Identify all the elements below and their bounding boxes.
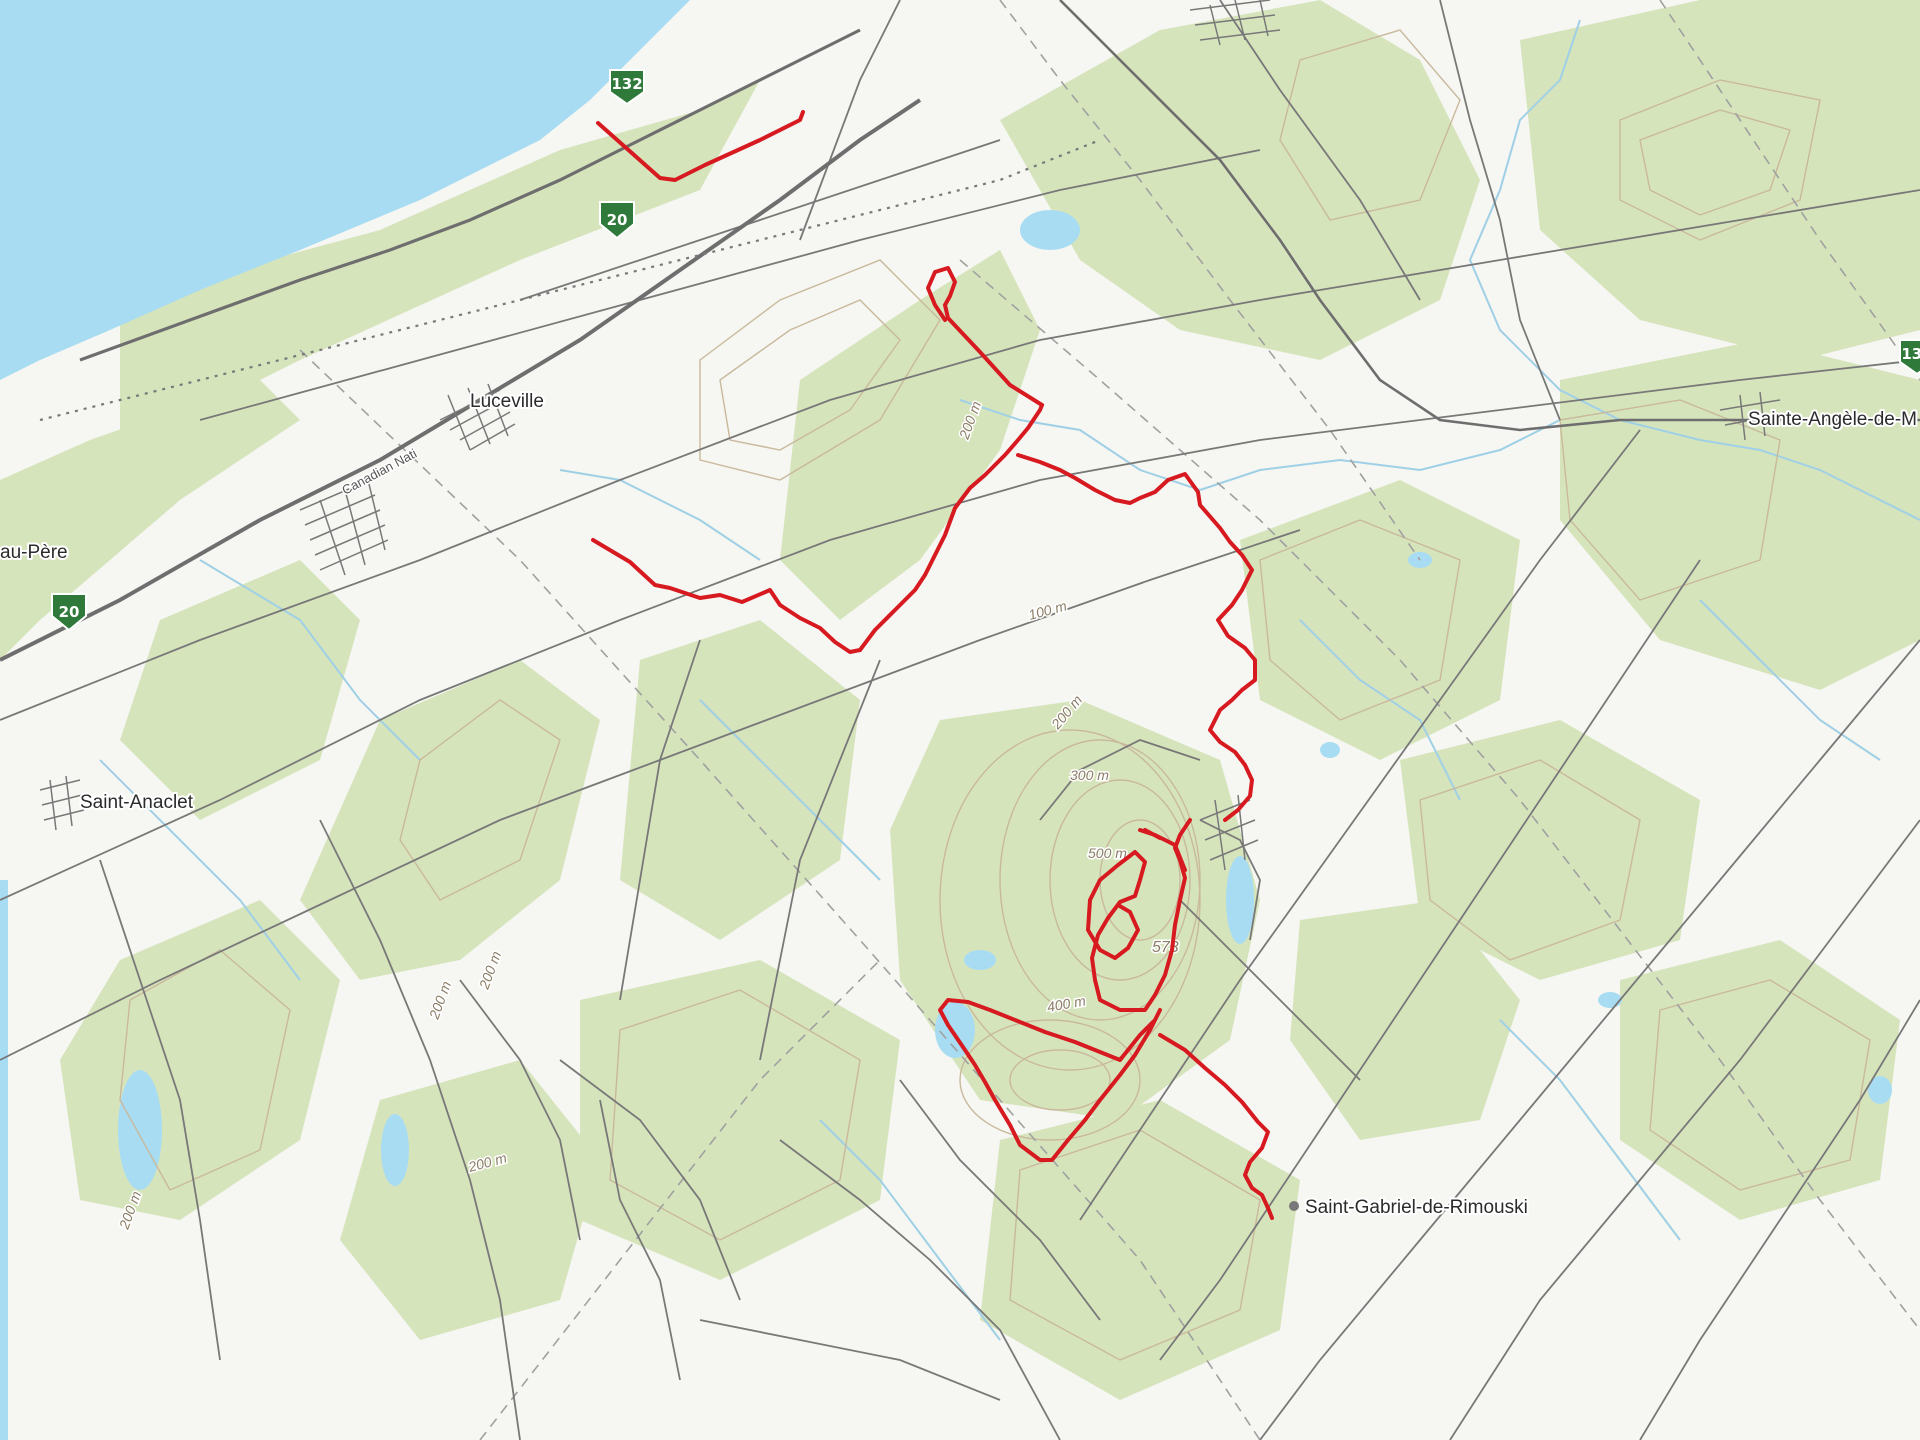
hiking-route[interactable] bbox=[591, 110, 1274, 1220]
place-markers bbox=[1289, 1201, 1299, 1211]
lake bbox=[1020, 210, 1080, 250]
lake bbox=[381, 1114, 409, 1186]
town-layer bbox=[39, 0, 1786, 871]
autoroute-20-shield-icon[interactable]: 20 bbox=[51, 593, 87, 632]
lake bbox=[1598, 992, 1622, 1008]
route-segment-south-exit[interactable] bbox=[1158, 1033, 1274, 1220]
lake bbox=[964, 950, 996, 970]
route-segment-summit-loop[interactable] bbox=[1086, 818, 1192, 1012]
route-segment-east[interactable] bbox=[1016, 453, 1257, 822]
route-segment-west[interactable] bbox=[591, 538, 862, 654]
place-label-luceville[interactable]: Luceville bbox=[468, 389, 546, 414]
place-label-sainte-angele[interactable]: Sainte-Angèle-de-M bbox=[1746, 407, 1919, 432]
boundary-layer bbox=[299, 0, 1920, 1440]
place-label-saint-anaclet[interactable]: Saint-Anaclet bbox=[78, 790, 196, 815]
svg-text:132: 132 bbox=[1901, 345, 1920, 363]
svg-text:132: 132 bbox=[611, 75, 642, 93]
water-edge bbox=[0, 880, 8, 1440]
town-marker-icon bbox=[1289, 1201, 1299, 1211]
elevation-label: 300 m bbox=[1070, 767, 1109, 783]
contour-layer bbox=[119, 29, 1871, 1361]
place-label-saint-gabriel[interactable]: Saint-Gabriel-de-Rimouski bbox=[1303, 1195, 1530, 1220]
svg-text:20: 20 bbox=[607, 211, 628, 229]
highway-shields: 132 20 20 132 bbox=[51, 69, 1920, 632]
route-132-shield-icon[interactable]: 132 bbox=[1899, 339, 1920, 376]
autoroute-20-shield-icon[interactable]: 20 bbox=[599, 201, 635, 240]
place-labels: Luceville au-Père Saint-Anaclet Sainte-A… bbox=[0, 389, 1919, 1220]
place-label-au-pere[interactable]: au-Père bbox=[0, 540, 70, 565]
elevation-label: 500 m bbox=[1088, 845, 1127, 861]
route-132-shield-icon[interactable]: 132 bbox=[609, 69, 645, 106]
route-segment-coastal[interactable] bbox=[596, 110, 805, 182]
lake bbox=[118, 1070, 162, 1190]
highway-layer bbox=[0, 0, 1920, 662]
saint-lawrence-river bbox=[0, 0, 690, 380]
lake bbox=[1868, 1076, 1892, 1104]
route-segment-south-loop[interactable] bbox=[938, 998, 1162, 1162]
route-segment-ridge[interactable] bbox=[1138, 828, 1187, 872]
lake bbox=[1320, 742, 1340, 758]
route-segment-central[interactable] bbox=[858, 403, 1044, 652]
svg-text:20: 20 bbox=[59, 603, 80, 621]
lake bbox=[1226, 856, 1254, 944]
route-segment-north-loop[interactable] bbox=[926, 266, 1044, 407]
